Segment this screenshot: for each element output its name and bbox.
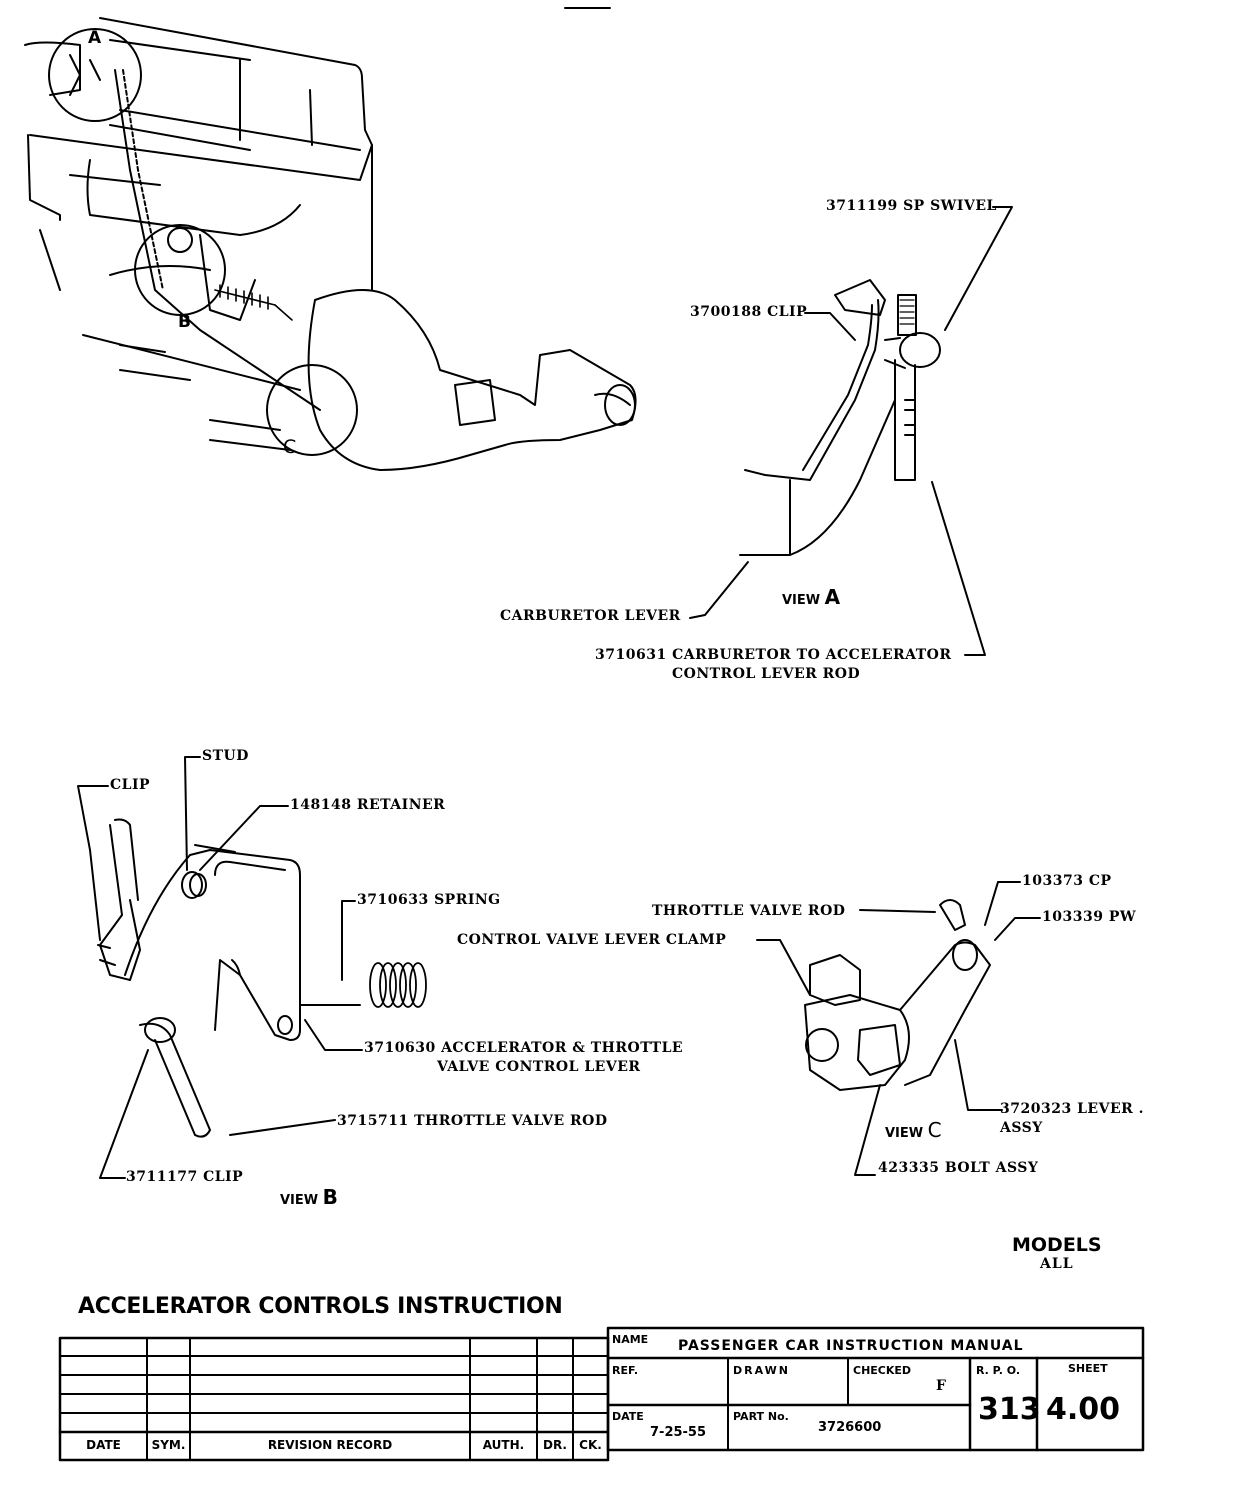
label-spring: 3710633 SPRING <box>357 892 501 908</box>
label-tv-rod-3715711: 3715711 THROTTLE VALVE ROD <box>337 1113 608 1129</box>
label-control-valve-lever-clamp: CONTROL VALVE LEVER CLAMP <box>457 932 727 948</box>
callout-circle-c <box>266 364 358 456</box>
view-a-drawing <box>689 206 1013 656</box>
view-c-letter: C <box>927 1118 942 1142</box>
label-accel-lever-line1: 3710630 ACCELERATOR & THROTTLE <box>364 1040 684 1056</box>
engine-overview-drawing <box>24 17 637 471</box>
callout-circle-a <box>48 28 142 122</box>
label-clip: CLIP <box>110 777 151 793</box>
name-label: NAME <box>612 1333 649 1346</box>
ref-label: REF. <box>612 1364 639 1377</box>
rpo-value: 313 <box>978 1392 1041 1427</box>
label-pw: 103339 PW <box>1042 909 1137 925</box>
part-value: 3726600 <box>818 1420 882 1435</box>
label-carb-rod-line1: 3710631 CARBURETOR TO ACCELERATOR <box>595 647 952 663</box>
rev-header-ck: CK. <box>579 1438 602 1452</box>
label-cp: 103373 CP <box>1022 873 1112 889</box>
models-value: ALL <box>1040 1256 1074 1272</box>
label-lever-assy-line1: 3720323 LEVER . <box>1000 1101 1144 1117</box>
view-c-caption: VIEW C <box>885 1118 942 1142</box>
sheet-value: 4.00 <box>1046 1392 1121 1427</box>
callout-letter-c: C <box>283 436 297 458</box>
title-block-frame <box>58 1326 1145 1462</box>
label-clip-3700188: 3700188 CLIP <box>690 304 808 320</box>
date-label: DATE <box>612 1410 644 1423</box>
label-carburetor-lever: CARBURETOR LEVER <box>500 608 681 624</box>
date-value: 7-25-55 <box>650 1425 707 1440</box>
rev-header-dr: DR. <box>543 1438 567 1452</box>
label-clip-3711177: 3711177 CLIP <box>126 1169 244 1185</box>
page-title: ACCELERATOR CONTROLS INSTRUCTION <box>78 1294 563 1319</box>
checked-value: F <box>936 1378 946 1394</box>
rev-header-date: DATE <box>86 1438 121 1452</box>
view-c-word: VIEW <box>885 1126 924 1141</box>
sheet-label: SHEET <box>1068 1362 1108 1375</box>
part-label: PART No. <box>733 1410 789 1423</box>
view-a-caption: VIEW A <box>782 585 840 609</box>
view-c-drawing <box>756 881 1041 1176</box>
label-stud: STUD <box>202 748 249 764</box>
view-a-letter: A <box>824 585 841 609</box>
callout-letter-b: B <box>178 312 191 332</box>
rpo-label: R. P. O. <box>976 1364 1021 1377</box>
rev-header-auth: AUTH. <box>482 1438 525 1452</box>
view-b-caption: VIEW B <box>280 1185 338 1209</box>
models-label: MODELS <box>1012 1234 1102 1256</box>
label-throttle-valve-rod: THROTTLE VALVE ROD <box>652 903 846 919</box>
name-value: PASSENGER CAR INSTRUCTION MANUAL <box>678 1338 1024 1354</box>
label-sp-swivel: 3711199 SP SWIVEL <box>826 198 997 214</box>
label-carb-rod-line2: CONTROL LEVER ROD <box>672 666 861 682</box>
rev-header-revision-record: REVISION RECORD <box>267 1438 393 1452</box>
view-b-drawing <box>77 756 427 1179</box>
view-a-word: VIEW <box>782 593 821 608</box>
callout-circle-b <box>134 224 226 316</box>
checked-label: CHECKED <box>853 1364 912 1377</box>
callout-letter-a: A <box>88 28 102 48</box>
label-accel-lever-line2: VALVE CONTROL LEVER <box>437 1059 641 1075</box>
view-b-letter: B <box>322 1185 338 1209</box>
rev-header-sym: SYM. <box>151 1438 186 1452</box>
label-lever-assy-line2: ASSY <box>1000 1120 1043 1136</box>
view-b-word: VIEW <box>280 1193 319 1208</box>
drawn-label: DRAWN <box>733 1364 790 1377</box>
models-block: MODELS ALL <box>1012 1234 1102 1272</box>
label-retainer: 148148 RETAINER <box>290 797 446 813</box>
label-bolt-assy: 423335 BOLT ASSY <box>878 1160 1039 1176</box>
